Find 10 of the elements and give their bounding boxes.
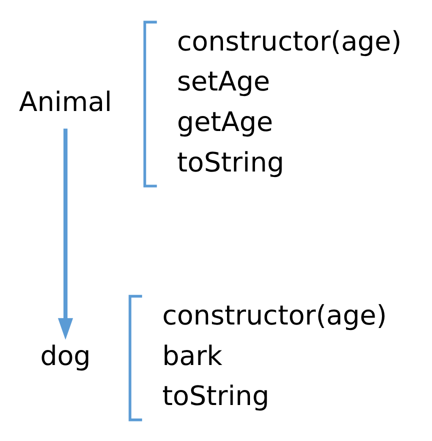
node-text: dog [40,340,91,372]
node-label: toString [177,146,284,178]
node-label: toString [162,380,270,412]
arrow [58,128,74,340]
node-label: setAge [177,66,270,98]
node-text: Animal [19,86,112,118]
node-label: constructor(age) [162,300,387,331]
node-label: getAge [177,106,274,138]
node-label: constructor(age) [177,26,402,57]
node-label: bark [162,340,222,372]
